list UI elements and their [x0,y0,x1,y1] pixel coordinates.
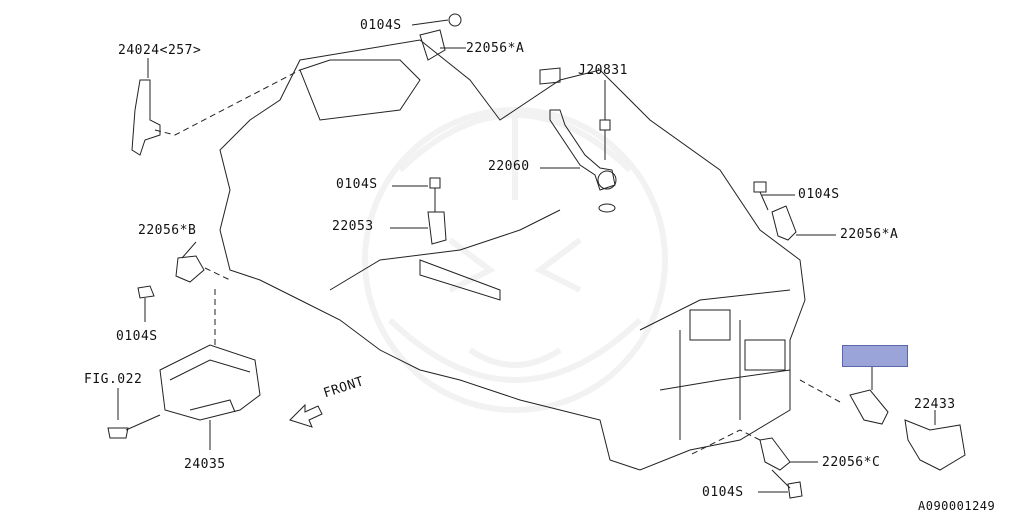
label-diagram-id: A090001249 [918,499,996,513]
label-pipe-code: J20831 [578,63,628,78]
label-coil: 22433 [914,397,956,412]
bracket-part [131,79,161,156]
label-bolt-top: 0104S [360,18,402,33]
label-bolt-mid: 0104S [336,177,378,192]
label-sensor-b: 22056*B [138,223,197,238]
ignition-coil-part [904,419,966,471]
label-knock-sensor: 22060 [488,159,530,174]
label-fig-ref: FIG.022 [84,372,143,387]
label-sensor-c: 22056*C [822,455,881,470]
label-cover: 24035 [184,457,226,472]
cover-part [159,344,261,421]
label-bolt-right: 0104S [798,187,840,202]
sensor-b-part [175,255,205,283]
label-sensor-right-a: 22056*A [840,227,899,242]
spark-plug-part [849,389,889,425]
cam-sensor-part [427,211,447,245]
label-bracket: 24024<257> [118,43,202,58]
label-sensor-top-a: 22056*A [466,41,525,56]
sensor-c-part [759,437,791,471]
sensor-top-part [419,29,446,61]
front-arrow [289,403,323,428]
label-bolt-left: 0104S [116,329,158,344]
engine-outline [219,39,806,471]
highlight-box [842,345,908,367]
sensor-right-a-part [771,205,797,241]
label-cam-sensor: 22053 [332,219,374,234]
label-bolt-bottom: 0104S [702,485,744,500]
